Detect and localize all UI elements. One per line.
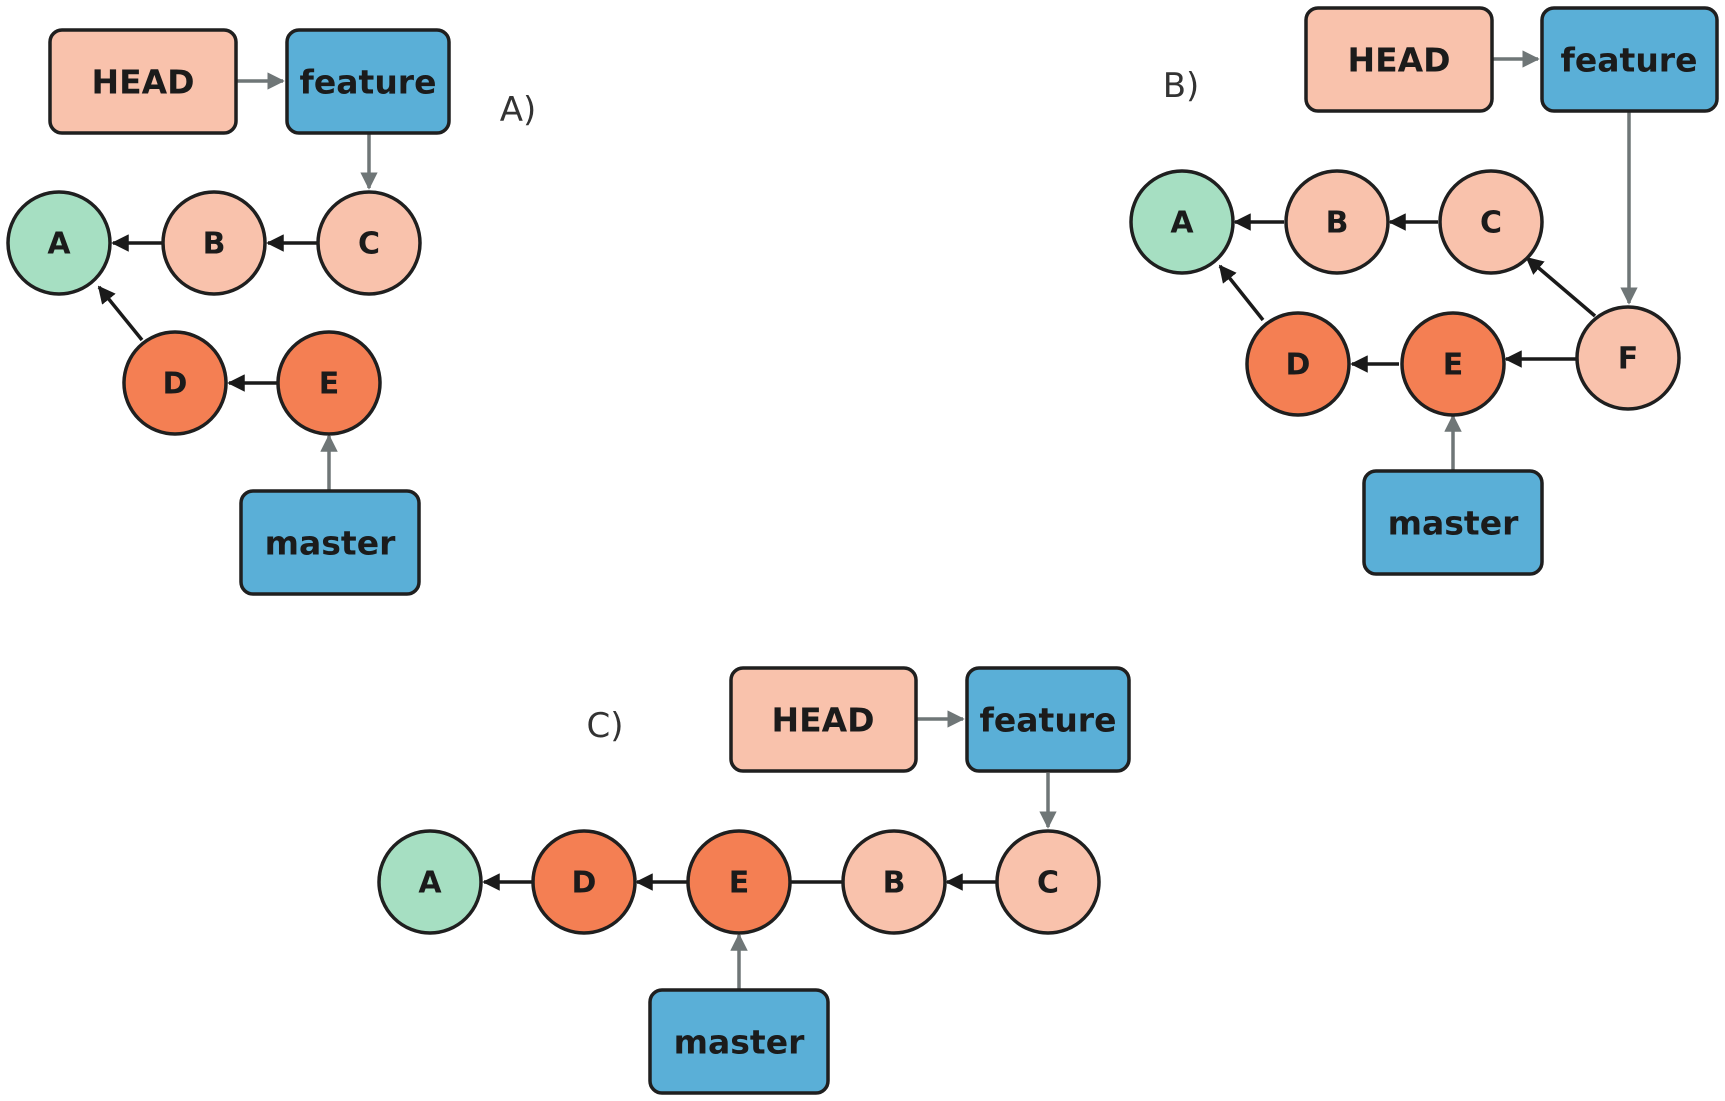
panel-b: HEAD feature master A B C D E	[1129, 6, 1719, 576]
commit-a-label: A	[47, 227, 71, 262]
commit-a-label: A	[418, 866, 442, 901]
commit-b-label: B	[883, 866, 906, 901]
feature-ref: feature	[1540, 6, 1719, 113]
head-ref: HEAD	[48, 28, 238, 135]
edge-d-to-a	[1218, 264, 1265, 322]
master-ref: master	[239, 489, 421, 596]
commit-c: C	[1438, 169, 1544, 275]
commit-c: C	[316, 190, 422, 296]
head-ref-box	[729, 666, 918, 773]
commit-b-label: B	[203, 227, 226, 262]
commit-d-node	[1245, 311, 1351, 417]
commit-c-label: C	[1480, 206, 1502, 241]
commit-e-label: E	[729, 866, 750, 901]
commit-c-node	[316, 190, 422, 296]
edge-f-to-c	[1525, 256, 1597, 318]
commit-a: A	[1129, 169, 1235, 275]
panel-c: HEAD feature master A D E B C	[377, 666, 1131, 1095]
commit-e: E	[276, 330, 382, 436]
panel-b-label: B)	[1163, 66, 1200, 106]
commit-b: B	[1284, 169, 1390, 275]
commit-b-node	[1284, 169, 1390, 275]
commit-a-label: A	[1170, 206, 1194, 241]
commit-f-node	[1575, 305, 1681, 411]
feature-ref: feature	[285, 28, 451, 135]
commit-a: A	[377, 829, 483, 935]
head-ref: HEAD	[729, 666, 918, 773]
commit-a: A	[6, 190, 112, 296]
commit-a-node	[377, 829, 483, 935]
commit-d-node	[122, 330, 228, 436]
feature-ref-box	[285, 28, 451, 135]
panel-a: HEAD feature master A B C D E	[6, 28, 537, 596]
feature-ref-label: feature	[300, 63, 437, 102]
commit-e: E	[686, 829, 792, 935]
commit-f: F	[1575, 305, 1681, 411]
master-ref-label: master	[674, 1023, 805, 1062]
master-ref-label: master	[1388, 504, 1519, 543]
commit-d-label: D	[1286, 348, 1311, 383]
commit-c: C	[995, 829, 1101, 935]
panel-c-label: C)	[586, 706, 623, 746]
commit-b-node	[841, 829, 947, 935]
commit-d-label: D	[572, 866, 597, 901]
commit-f-label: F	[1618, 342, 1639, 377]
master-ref-label: master	[265, 524, 396, 563]
commit-c-node	[995, 829, 1101, 935]
commit-b: B	[161, 190, 267, 296]
commit-d: D	[531, 829, 637, 935]
commit-e-node	[276, 330, 382, 436]
head-ref-box	[1304, 6, 1494, 113]
commit-e: E	[1400, 311, 1506, 417]
commit-c-label: C	[358, 227, 380, 262]
master-ref-box	[1362, 469, 1544, 576]
commit-a-node	[1129, 169, 1235, 275]
feature-ref-box	[965, 666, 1131, 773]
panel-a-label: A)	[500, 90, 537, 130]
commit-a-node	[6, 190, 112, 296]
commit-e-node	[1400, 311, 1506, 417]
feature-ref-box	[1540, 6, 1719, 113]
commit-d-label: D	[163, 367, 188, 402]
commit-c-label: C	[1037, 866, 1059, 901]
head-ref-label: HEAD	[91, 63, 194, 102]
head-ref-label: HEAD	[771, 701, 874, 740]
head-ref: HEAD	[1304, 6, 1494, 113]
commit-e-label: E	[1443, 348, 1464, 383]
commit-e-node	[686, 829, 792, 935]
commit-e-label: E	[319, 367, 340, 402]
feature-ref: feature	[965, 666, 1131, 773]
commit-d: D	[122, 330, 228, 436]
feature-ref-label: feature	[980, 701, 1117, 740]
feature-ref-label: feature	[1561, 41, 1698, 80]
commit-b-label: B	[1326, 206, 1349, 241]
master-ref: master	[1362, 469, 1544, 576]
master-ref: master	[648, 988, 830, 1095]
commit-b-node	[161, 190, 267, 296]
commit-b: B	[841, 829, 947, 935]
head-ref-label: HEAD	[1347, 41, 1450, 80]
commit-c-node	[1438, 169, 1544, 275]
commit-d: D	[1245, 311, 1351, 417]
head-ref-box	[48, 28, 238, 135]
master-ref-box	[648, 988, 830, 1095]
edge-d-to-a	[97, 285, 144, 342]
master-ref-box	[239, 489, 421, 596]
commit-d-node	[531, 829, 637, 935]
